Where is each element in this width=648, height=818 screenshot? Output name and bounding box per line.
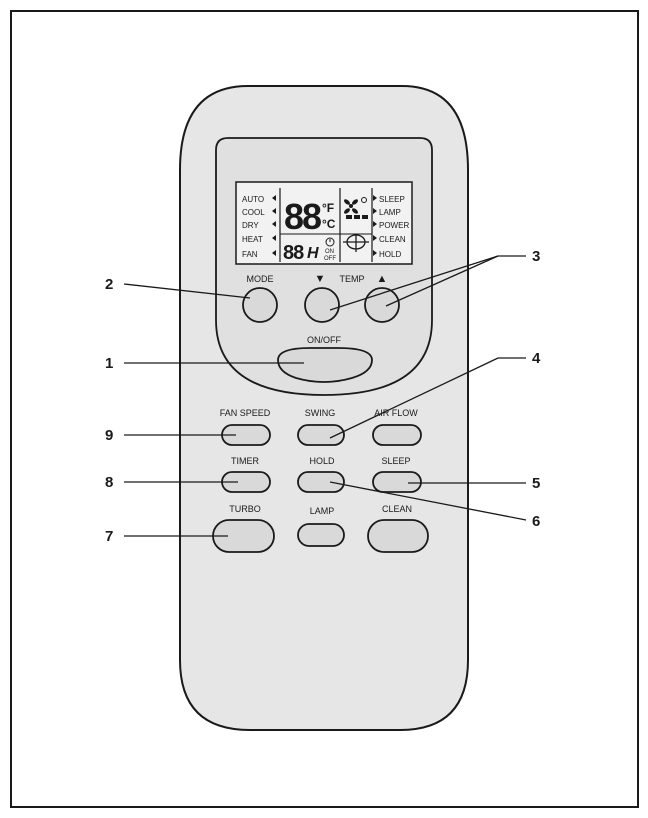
turbo-label: TURBO (229, 504, 261, 514)
callout-9: 9 (105, 427, 113, 444)
lcd-mode-fan: FAN (242, 250, 258, 259)
sleep-button[interactable] (372, 471, 422, 493)
lcd-mode-pointers (272, 195, 276, 256)
lcd-timer-unit: H (307, 245, 319, 262)
hold-button[interactable] (297, 471, 345, 493)
lcd-indicator-clean: CLEAN (379, 235, 406, 244)
lcd-screen (235, 181, 413, 265)
callout-line-4 (329, 357, 499, 439)
callout-8: 8 (105, 474, 113, 491)
lcd-timer-on: ON (325, 249, 334, 255)
callout-line-2 (123, 283, 251, 299)
timer-label: TIMER (231, 456, 259, 466)
lcd-indicator-power: POWER (379, 221, 409, 230)
lcd-mode-auto: AUTO (242, 195, 264, 204)
callout-line-3b (385, 255, 499, 307)
lcd-fan-speed-bars (346, 215, 368, 219)
air-flow-label: AIR FLOW (374, 408, 418, 418)
lcd-swing-icon (343, 234, 369, 252)
clean-label: CLEAN (382, 504, 412, 514)
sleep-label: SLEEP (381, 456, 410, 466)
lcd-mode-cool: COOL (242, 208, 265, 217)
swing-button[interactable] (297, 424, 345, 446)
callout-1: 1 (105, 355, 113, 372)
mode-label: MODE (247, 274, 274, 284)
lcd-mode-dry: DRY (242, 221, 259, 230)
lcd-indicator-pointers (373, 195, 377, 256)
lcd-temp-digits: 88 (284, 196, 321, 237)
lcd-mode-heat: HEAT (242, 235, 263, 244)
lcd-unit-c: °C (322, 217, 336, 231)
temp-up-arrow-icon: ▲ (377, 273, 388, 285)
callout-7: 7 (105, 528, 113, 545)
swing-label: SWING (305, 408, 336, 418)
callout-lines (123, 255, 527, 537)
lcd-fan-icon (344, 197, 367, 214)
callout-4: 4 (532, 350, 541, 367)
callout-5: 5 (532, 475, 540, 492)
temp-label: TEMP (339, 274, 364, 284)
lcd-timer-digits: 88 (283, 242, 304, 264)
onoff-label: ON/OFF (307, 335, 341, 345)
callout-3: 3 (532, 248, 540, 265)
temp-down-arrow-icon: ▼ (315, 273, 326, 285)
lamp-button[interactable] (297, 523, 345, 547)
callout-line-3a (329, 255, 499, 311)
callout-2: 2 (105, 276, 113, 293)
fan-speed-label: FAN SPEED (220, 408, 271, 418)
lcd-timer-off: OFF (324, 256, 336, 262)
mode-button[interactable] (242, 287, 278, 323)
lcd-unit-f: °F (322, 201, 334, 215)
lcd-indicator-sleep: SLEEP (379, 195, 405, 204)
callout-6: 6 (532, 513, 540, 530)
callout-line-6 (329, 481, 527, 521)
onoff-button[interactable] (277, 347, 373, 383)
lamp-label: LAMP (310, 506, 335, 516)
temp-down-button[interactable] (304, 287, 340, 323)
lcd-indicator-hold: HOLD (379, 250, 401, 259)
air-flow-button[interactable] (372, 424, 422, 446)
lcd-indicator-lamp: LAMP (379, 208, 401, 217)
clean-button[interactable] (367, 519, 429, 553)
lcd-clock-icon (325, 237, 335, 247)
hold-label: HOLD (309, 456, 335, 466)
